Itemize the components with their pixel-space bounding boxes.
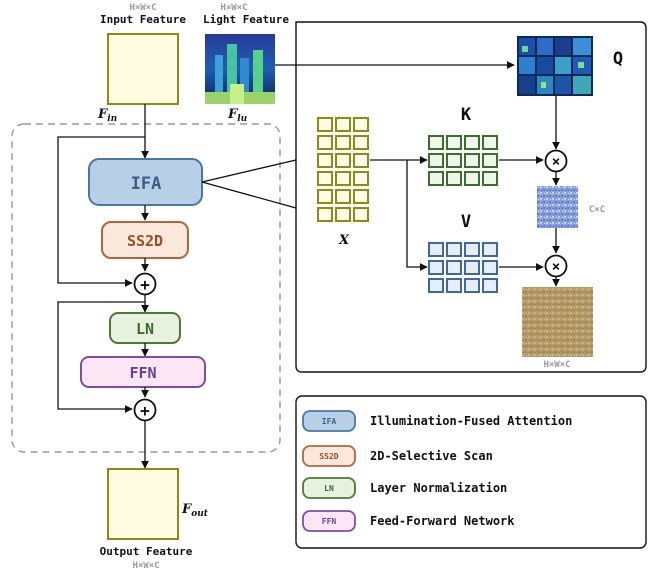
legend-ss2d-text: 2D-Selective Scan	[370, 449, 493, 463]
output-dim-label: H×W×C	[132, 561, 159, 571]
zoom-line-bottom	[201, 181, 297, 209]
light-feature-image	[205, 34, 275, 104]
legend-ifa-text: Illumination-Fused Attention	[370, 414, 572, 428]
f-out-subscript: out	[191, 509, 209, 519]
skip-connection-2	[57, 301, 145, 413]
f-out-symbol: F	[181, 502, 192, 517]
legend-ln-swatch	[302, 477, 356, 499]
legend-ifa-swatch	[302, 410, 356, 432]
block-container	[11, 123, 281, 453]
attention-map	[537, 186, 578, 228]
legend-ffn-tag: FFN	[322, 517, 337, 526]
k-token-grid	[428, 135, 498, 186]
skip-connection-1	[57, 136, 145, 287]
input-feature-box	[107, 33, 179, 105]
add-node-2-symbol: +	[140, 401, 150, 420]
f-lu-symbol: F	[227, 107, 238, 122]
light-dim-label: H×W×C	[220, 3, 247, 13]
add-node-1	[133, 272, 157, 296]
f-lu-subscript: lu	[237, 114, 247, 124]
x-label: X	[338, 233, 350, 248]
multiply-node-1-symbol: ×	[552, 154, 560, 170]
output-feature-box	[107, 468, 179, 540]
legend-ln-text: Layer Normalization	[370, 481, 507, 495]
multiply-node-2	[544, 254, 568, 278]
f-lu-label: Flu	[227, 107, 248, 124]
k-label: K	[461, 105, 472, 125]
ifa-label: IFA	[131, 174, 162, 194]
legend-ss2d-tag: SS2D	[319, 452, 338, 461]
add-node-1-symbol: +	[140, 275, 150, 294]
f-in-subscript: in	[107, 114, 117, 124]
legend-ffn-text: Feed-Forward Network	[370, 514, 515, 528]
input-dim-label: H×W×C	[129, 3, 156, 13]
ffn-label: FFN	[129, 364, 156, 382]
zoom-line-top	[201, 159, 297, 183]
legend-ln-tag: LN	[324, 484, 334, 493]
legend-panel	[295, 395, 647, 549]
x-token-grid	[317, 117, 369, 222]
ifa-detail-panel	[295, 21, 647, 373]
f-out-label: Fout	[181, 502, 209, 519]
attention-output-map	[522, 287, 593, 357]
ffn-block	[80, 356, 206, 388]
attention-map-dim-label: C×C	[589, 205, 605, 215]
f-in-label: Fin	[97, 107, 117, 124]
add-node-2	[133, 398, 157, 422]
multiply-node-2-symbol: ×	[552, 259, 560, 275]
legend-ffn-swatch	[302, 510, 356, 532]
legend-ifa-tag: IFA	[322, 417, 337, 426]
q-label: Q	[613, 49, 623, 69]
ss2d-label: SS2D	[127, 232, 163, 250]
q-feature-grid	[517, 36, 593, 96]
v-label: V	[461, 212, 471, 232]
v-token-grid	[428, 242, 498, 293]
input-title: Input Feature	[100, 13, 186, 26]
legend-ss2d-swatch	[302, 445, 356, 467]
multiply-node-1	[544, 149, 568, 173]
output-title: Output Feature	[100, 545, 193, 558]
f-in-symbol: F	[97, 107, 108, 122]
arrow-x-to-v	[406, 160, 428, 271]
attention-output-dim-label: H×W×C	[543, 360, 570, 370]
ln-label: LN	[136, 320, 154, 338]
light-title: Light Feature	[203, 13, 289, 26]
